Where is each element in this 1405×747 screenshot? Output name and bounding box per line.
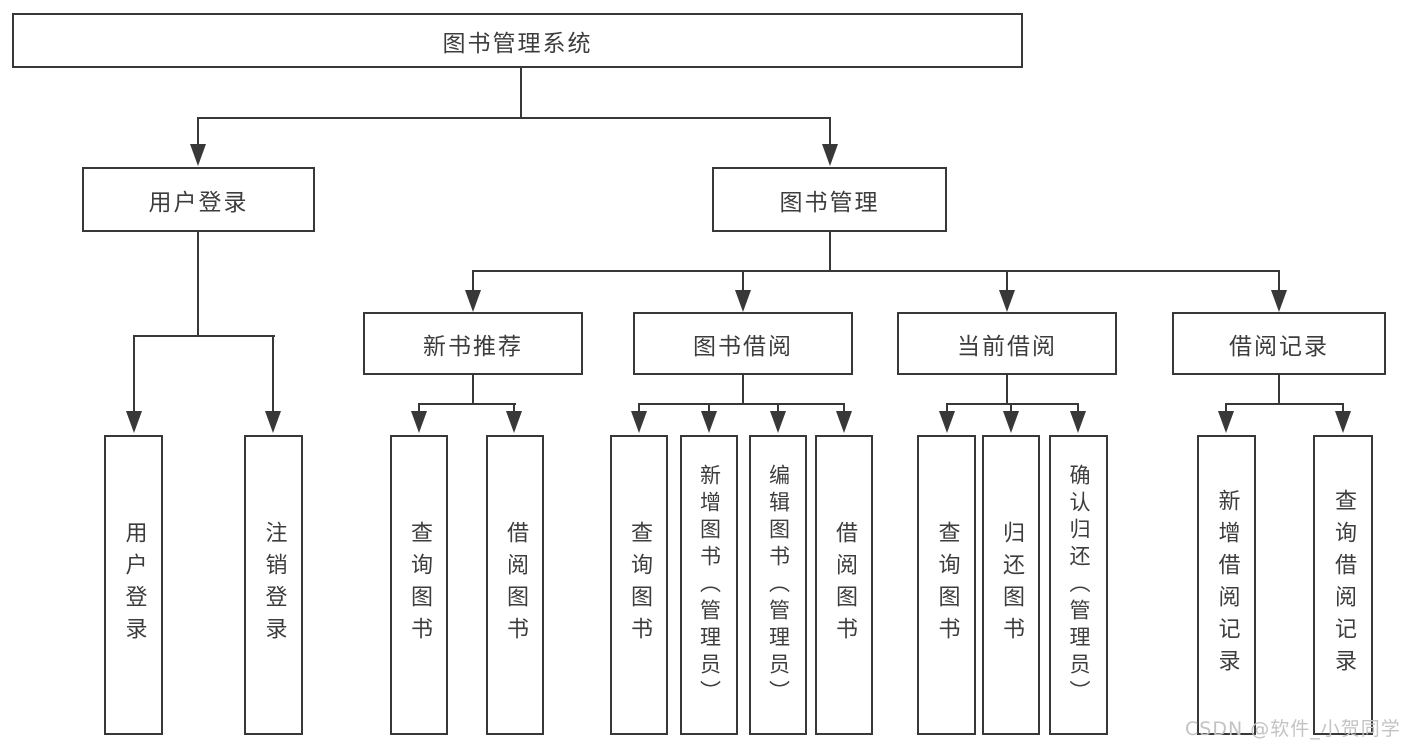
node-leaf-borrowing-query-books: 查询图书 [610,435,668,735]
arrow-down-icon [265,411,281,433]
node-leaf-recommend-query-books-label: 查询图书 [407,521,432,649]
arrow-down-icon [1070,411,1086,433]
node-leaf-edit-books-admin-label: 编辑图书（管理员） [766,463,791,707]
connector-login-drop-1 [133,335,135,412]
connector-records-drop-2 [1342,403,1344,413]
arrow-down-icon [1335,411,1351,433]
arrow-down-icon [999,290,1015,312]
node-leaf-confirm-return-admin-label: 确认归还（管理员） [1067,463,1091,707]
arrow-down-icon [190,144,206,166]
connector-recommend-stem [472,375,474,405]
node-borrowing-records-label: 借阅记录 [1229,333,1329,360]
node-new-book-recommend-label: 新书推荐 [423,333,523,360]
node-new-book-recommend: 新书推荐 [363,312,583,375]
connector-current-rail [946,403,1079,405]
arrow-down-icon [631,411,647,433]
node-leaf-add-books-admin: 新增图书（管理员） [680,435,738,735]
node-current-borrowing: 当前借阅 [897,312,1117,375]
node-book-management: 图书管理 [712,167,947,232]
node-leaf-user-login-label: 用户登录 [121,521,147,649]
node-library-system-label: 图书管理系统 [442,30,593,57]
node-leaf-recommend-query-books: 查询图书 [390,435,448,735]
connector-mgmt-drop-3 [1006,270,1008,292]
arrow-down-icon [1003,411,1019,433]
node-leaf-current-query-books-label: 查询图书 [934,521,960,649]
node-leaf-recommend-borrow-books: 借阅图书 [486,435,544,735]
arrow-down-icon [126,411,142,433]
arrow-down-icon [506,411,522,433]
connector-current-stem [1006,375,1008,405]
node-leaf-user-login: 用户登录 [104,435,163,735]
node-leaf-confirm-return-admin: 确认归还（管理员） [1049,435,1108,735]
connector-recommend-rail [419,403,516,405]
node-leaf-add-books-admin-label: 新增图书（管理员） [697,463,722,707]
node-book-borrowing: 图书借阅 [633,312,853,375]
node-leaf-logout-label: 注销登录 [261,521,287,649]
node-leaf-return-books-label: 归还图书 [999,521,1024,649]
connector-borrowing-stem [742,375,744,405]
connector-records-drop-1 [1225,403,1227,413]
node-leaf-return-books: 归还图书 [982,435,1040,735]
node-library-system: 图书管理系统 [12,13,1023,68]
connector-mgmt-drop-1 [472,270,474,292]
arrow-down-icon [836,411,852,433]
connector-recommend-drop-2 [513,403,515,413]
csdn-watermark: CSDN @软件_小贺同学 [1185,718,1401,740]
node-leaf-edit-books-admin: 编辑图书（管理员） [749,435,807,735]
node-user-login-group: 用户登录 [82,167,315,232]
node-borrowing-records: 借阅记录 [1172,312,1386,375]
connector-mgmt-rail [472,270,1280,272]
connector-current-drop-3 [1077,403,1079,413]
node-leaf-add-borrow-record: 新增借阅记录 [1197,435,1256,735]
node-leaf-borrowing-borrow-books-label: 借阅图书 [832,521,857,649]
arrow-down-icon [735,290,751,312]
connector-login-stem [197,232,199,337]
node-current-borrowing-label: 当前借阅 [957,333,1057,360]
node-leaf-current-query-books: 查询图书 [917,435,976,735]
node-leaf-logout: 注销登录 [244,435,303,735]
node-leaf-borrowing-query-books-label: 查询图书 [627,521,652,649]
node-leaf-query-borrow-record: 查询借阅记录 [1313,435,1373,735]
arrow-down-icon [822,144,838,166]
connector-borrowing-drop-3 [777,403,779,413]
connector-recommend-drop-1 [418,403,420,413]
connector-current-drop-1 [946,403,948,413]
node-user-login-group-label: 用户登录 [148,189,249,216]
connector-login-rail [133,335,275,337]
connector-mgmt-stem [829,232,831,272]
connector-mgmt-drop-4 [1278,270,1280,292]
connector-borrowing-rail [638,403,845,405]
connector-mgmt-drop-2 [742,270,744,292]
arrow-down-icon [701,411,717,433]
node-book-borrowing-label: 图书借阅 [693,333,793,360]
node-leaf-borrowing-borrow-books: 借阅图书 [815,435,873,735]
connector-root-drop-right [829,117,831,145]
arrow-down-icon [1218,411,1234,433]
connector-root-stem [520,68,522,119]
connector-current-drop-2 [1010,403,1012,413]
arrow-down-icon [465,290,481,312]
node-leaf-add-borrow-record-label: 新增借阅记录 [1214,489,1240,681]
arrow-down-icon [1271,290,1287,312]
connector-records-rail [1226,403,1343,405]
node-leaf-query-borrow-record-label: 查询借阅记录 [1331,489,1356,681]
connector-root-rail [197,117,831,119]
arrow-down-icon [939,411,955,433]
node-leaf-recommend-borrow-books-label: 借阅图书 [503,521,528,649]
connector-borrowing-drop-1 [638,403,640,413]
arrow-down-icon [770,411,786,433]
connector-records-stem [1278,375,1280,405]
arrow-down-icon [411,411,427,433]
connector-login-drop-2 [272,335,274,412]
connector-borrowing-drop-4 [843,403,845,413]
connector-root-drop-left [197,117,199,145]
node-book-management-label: 图书管理 [779,189,880,216]
connector-borrowing-drop-2 [708,403,710,413]
